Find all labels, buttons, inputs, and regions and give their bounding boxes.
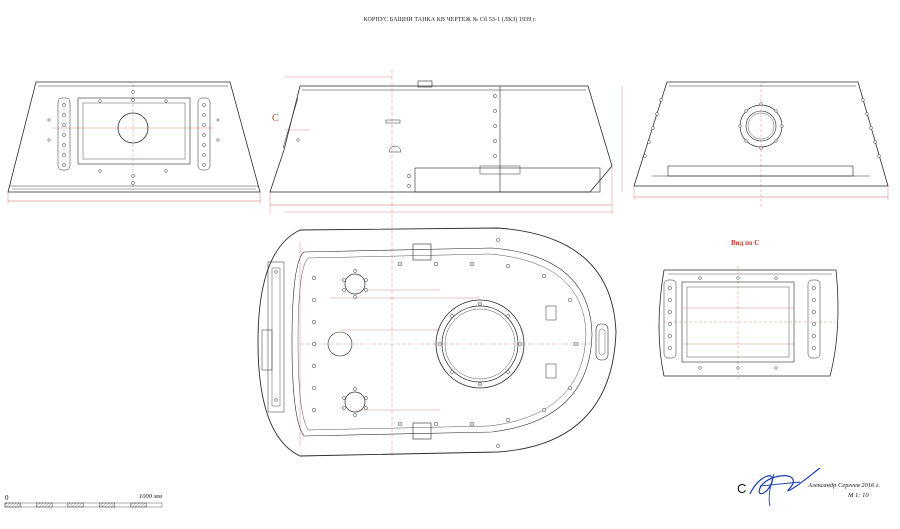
author-credit: Александр Сергеев 2016 г.	[808, 482, 880, 489]
front-view-bolts	[47, 90, 220, 185]
plan-view-bolts	[274, 238, 579, 448]
scale-bar	[4, 502, 163, 508]
copyright-symbol: C	[737, 481, 747, 496]
rear-view-bolts	[643, 98, 881, 158]
plan-view	[257, 224, 617, 458]
side-view-bolts	[296, 94, 497, 188]
rear-view	[633, 81, 889, 208]
section-marker: С	[272, 113, 279, 124]
drawing-scale: М 1: 10	[848, 492, 869, 499]
scale-bar-length: 1000 мм	[139, 493, 162, 500]
view-c-label: Вид по С	[731, 239, 760, 247]
view-c-bolts	[668, 276, 816, 370]
scale-bar-zero: 0	[5, 494, 9, 502]
drawing-title: КОРПУС БАШНИ ТАНКА КВ ЧЕРТЕЖ № Сб 53-1 (…	[363, 17, 537, 23]
view-c	[658, 266, 839, 380]
side-view	[269, 70, 623, 225]
signature	[749, 467, 821, 507]
